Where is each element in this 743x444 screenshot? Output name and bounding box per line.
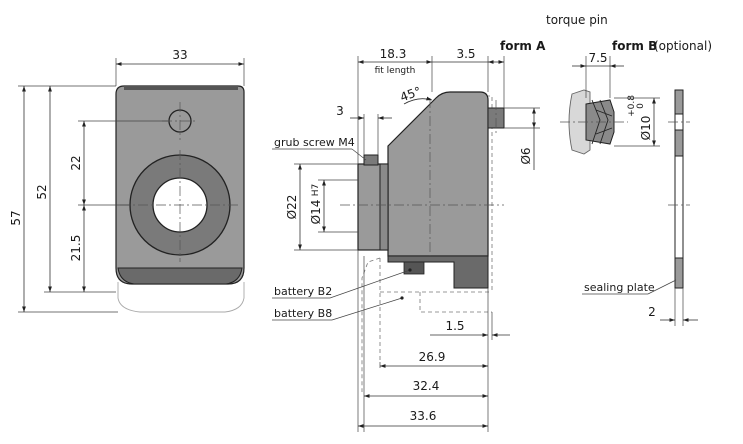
battery-b2-label: battery B2 — [274, 285, 332, 298]
battery-b2-block — [387, 255, 489, 289]
torque-pin-title: torque pin — [546, 13, 608, 27]
dim-width: 33 — [172, 48, 187, 62]
dim-18-3: 18.3 — [380, 47, 407, 61]
grub-screw — [363, 154, 379, 166]
dim-33-6: 33.6 — [410, 409, 437, 423]
sealing-plate-label: sealing plate — [584, 281, 655, 294]
tol-upper: +0.8 — [627, 95, 637, 117]
dim-21-5: 21.5 — [69, 235, 83, 262]
fit-length-label: fit length — [375, 66, 416, 76]
sealing-plate-view: sealing plate 2 — [582, 89, 698, 326]
dim-7-5: 7.5 — [588, 51, 607, 65]
dia-22: Ø22 — [285, 195, 299, 220]
dim-1-5: 1.5 — [445, 319, 464, 333]
grub-screw-label: grub screw M4 — [274, 136, 355, 149]
header-labels: torque pin form A form B (optional) — [500, 13, 712, 53]
form-b-label: form B — [612, 39, 657, 53]
tol-lower: 0 — [636, 103, 646, 109]
battery-b8-label: battery B8 — [274, 307, 332, 320]
dim-22: 22 — [69, 155, 83, 170]
dim-26-9: 26.9 — [419, 350, 446, 364]
dia-6: Ø6 — [519, 147, 533, 164]
front-view: 33 57 52 22 21.5 — [9, 48, 245, 313]
angle-arc — [403, 96, 433, 105]
form-a-label: form A — [500, 39, 546, 53]
dim-3: 3 — [336, 104, 344, 118]
side-body — [387, 91, 489, 257]
dim-height-total: 57 — [9, 210, 23, 225]
side-view: 18.3 fit length 3.5 45° 3 grub screw M4 … — [272, 47, 540, 432]
dia-10: Ø10 — [639, 116, 653, 141]
form-b-optional: (optional) — [654, 39, 712, 53]
front-bottom-band — [117, 267, 243, 285]
dim-3-5: 3.5 — [456, 47, 475, 61]
tolerance-h7: H7 — [311, 184, 321, 197]
front-ghost-outline — [117, 282, 245, 313]
dim-2: 2 — [648, 305, 656, 319]
dia-14: Ø14 — [309, 200, 323, 225]
dim-height-52: 52 — [35, 184, 49, 199]
form-b-pin: 7.5 Ø10 +0.8 0 — [560, 51, 660, 155]
angle-45: 45° — [398, 84, 423, 104]
front-top-ribs — [124, 86, 238, 90]
battery-b8-outline — [361, 257, 381, 392]
dim-32-4: 32.4 — [413, 379, 440, 393]
